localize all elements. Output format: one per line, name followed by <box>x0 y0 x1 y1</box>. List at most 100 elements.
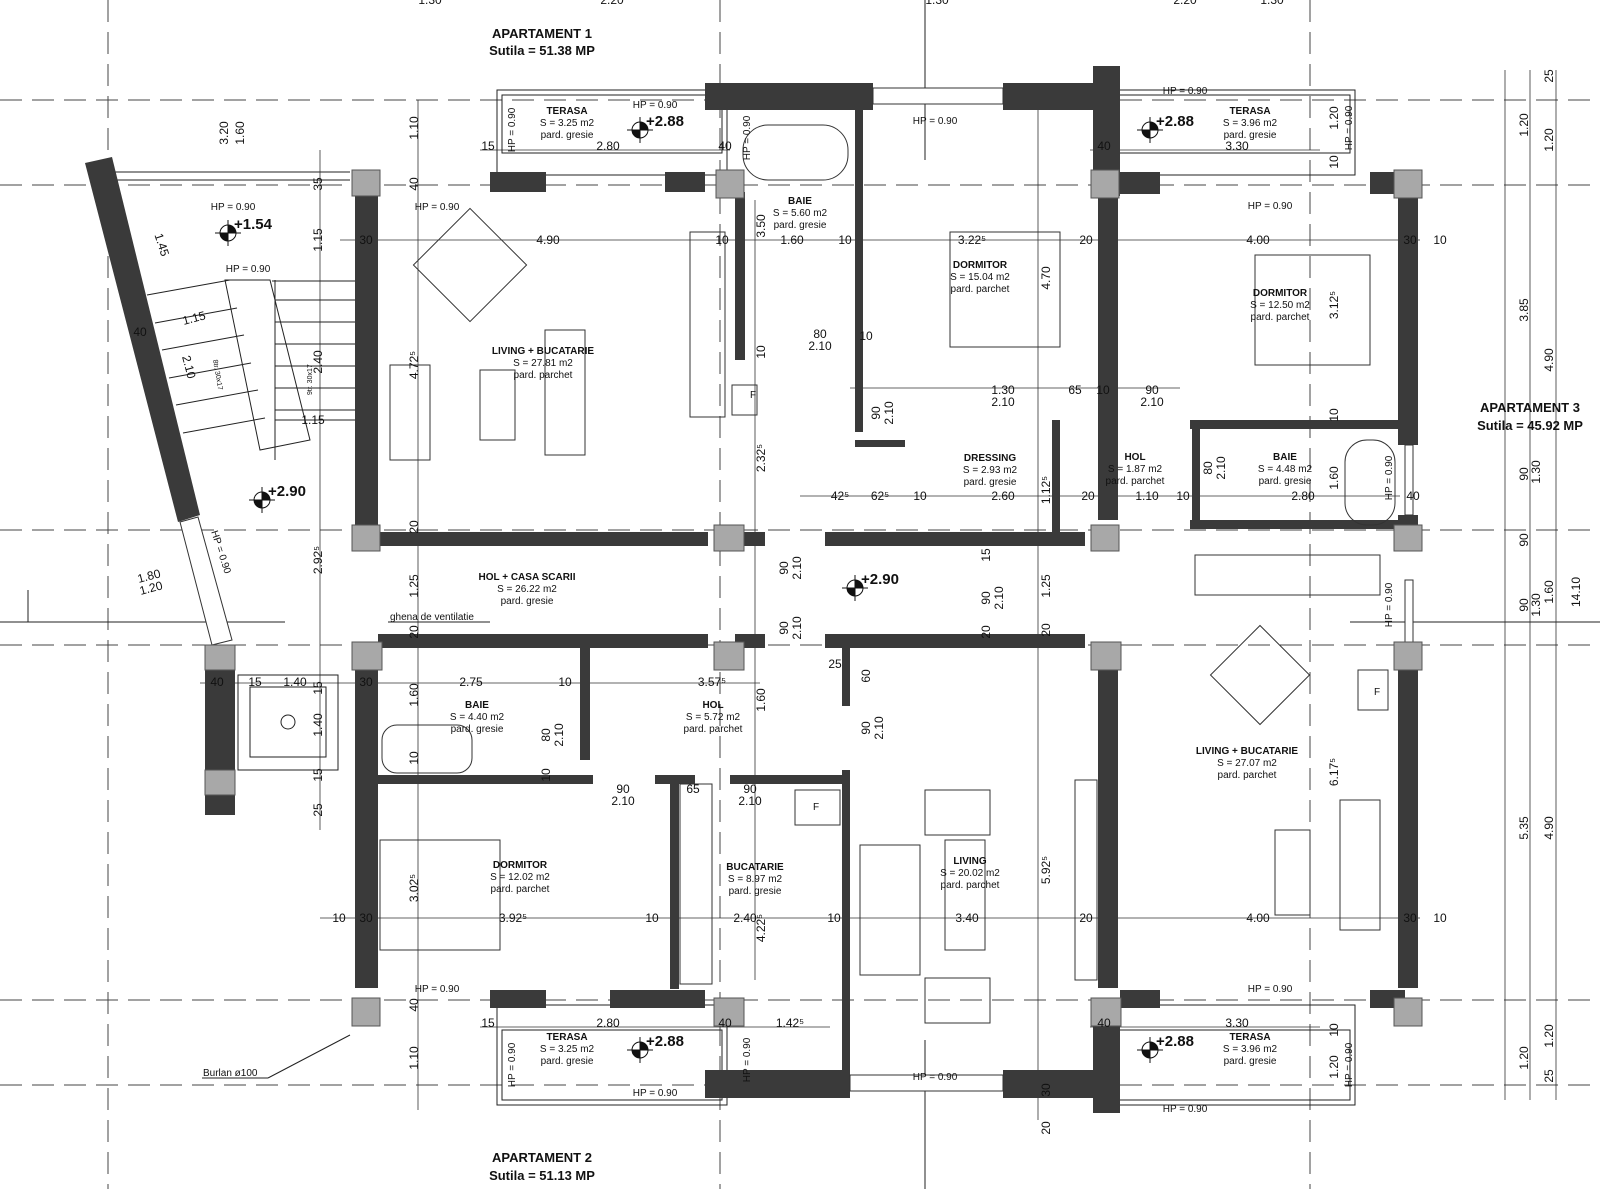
furniture <box>379 124 1396 1024</box>
level-marker: +2.88 <box>627 1033 684 1063</box>
parapet-height-label: HP = 0.90 <box>633 1088 678 1099</box>
dimension-label: 3.02⁵ <box>407 874 421 902</box>
dimension-label: 1.30 <box>1260 0 1284 7</box>
dimension-label: 10 <box>1096 383 1110 397</box>
room-area: S = 3.96 m2 <box>1223 1044 1278 1055</box>
level-value: +2.88 <box>1156 1033 1194 1050</box>
level-value: +2.88 <box>646 1033 684 1050</box>
room-floor: pard. parchet <box>1106 476 1165 487</box>
dimension-label: 1.40 <box>311 713 325 737</box>
dimension-label: 2.80 <box>1291 489 1315 503</box>
apartment-title: APARTAMENT 3 <box>1480 400 1580 415</box>
dimension-label: 90 <box>859 721 873 735</box>
dimension-label: 3.12⁵ <box>1327 291 1341 319</box>
room-area: S = 12.02 m2 <box>490 872 550 883</box>
room-area: S = 4.48 m2 <box>1258 464 1313 475</box>
dimension-label: 40 <box>1097 1016 1111 1030</box>
dimension-label: 10 <box>539 768 553 782</box>
room-area: S = 2.93 m2 <box>963 465 1018 476</box>
dimension-label: 65 <box>1068 383 1082 397</box>
dimension-label: 1.30 <box>925 0 949 7</box>
dimension-label: 4.90 <box>1542 816 1556 840</box>
dimension-label: 10 <box>1176 489 1190 503</box>
dimension-label: 10 <box>1327 155 1341 169</box>
dimension-label: 30 <box>359 911 373 925</box>
dimension-label: 20 <box>1079 911 1093 925</box>
dimension-label: 25 <box>1542 69 1556 83</box>
dimension-label: 4.00 <box>1246 911 1270 925</box>
apartment-3-title: APARTAMENT 3 Sutila = 45.92 MP <box>1477 400 1583 433</box>
dimension-label: 10 <box>827 911 841 925</box>
dimension-label: 1.15 <box>301 413 325 427</box>
level-marker: +2.90 <box>842 571 899 601</box>
apartment-area: Sutila = 45.92 MP <box>1477 418 1583 433</box>
parapet-height-label: HP = 0.90 <box>1344 1042 1355 1087</box>
room-floor: pard. parchet <box>951 284 1010 295</box>
apartment-title: APARTAMENT 2 <box>492 1150 592 1165</box>
dimension-label: 2.20 <box>1173 0 1197 7</box>
dimension-label: 3.92⁵ <box>499 911 527 925</box>
dimension-label: 20 <box>1081 489 1095 503</box>
room-area: S = 5.60 m2 <box>773 208 828 219</box>
dimension-label: 20 <box>979 625 993 639</box>
fridge-label: F <box>750 390 756 401</box>
dimension-label: 1.20 <box>1327 1055 1341 1079</box>
level-marker: +2.88 <box>1137 113 1194 143</box>
dimension-label: 1.20 <box>1517 1046 1531 1070</box>
room-name: BAIE <box>1273 452 1297 463</box>
fridge-label: F <box>1374 687 1380 698</box>
dimension-label: 30 <box>1039 1083 1053 1097</box>
level-value: +2.88 <box>646 113 684 130</box>
dimension-label: 10 <box>558 675 572 689</box>
ventilation-shaft-note: ghena de ventilatie <box>390 612 474 623</box>
dimension-label: 1.15 <box>311 228 325 252</box>
parapet-height-label: HP = 0.90 <box>1248 984 1293 995</box>
dimension-label: 1.15 <box>181 308 207 328</box>
dimension-label: 90 <box>777 621 791 635</box>
dimension-label: 30 <box>1403 911 1417 925</box>
level-marker: +2.90 <box>249 483 306 513</box>
dimension-label: 2.10 <box>790 556 804 580</box>
room-area: S = 27.07 m2 <box>1217 758 1277 769</box>
apartment-2-title: APARTAMENT 2 Sutila = 51.13 MP <box>489 1150 595 1183</box>
dimension-label: 3.22⁵ <box>958 233 986 247</box>
level-marker: +2.88 <box>627 113 684 143</box>
dimension-label: 40 <box>1097 139 1111 153</box>
dimension-label: 2.10 <box>992 586 1006 610</box>
level-marker: +1.54 <box>215 216 273 246</box>
dimension-label: 1.20 <box>1517 113 1531 137</box>
dimension-label: 3.30 <box>1225 139 1249 153</box>
dimension-label: 10 <box>859 329 873 343</box>
dimension-label: 3.57⁵ <box>698 675 726 689</box>
dimension-label: 20 <box>407 625 421 639</box>
dimension-label: 10 <box>1327 1023 1341 1037</box>
dimension-label: 2.20 <box>600 0 624 7</box>
dimension-label: 40 <box>407 177 421 191</box>
room-floor: pard. gresie <box>774 220 827 231</box>
apartment-1-title: APARTAMENT 1 Sutila = 51.38 MP <box>489 26 595 58</box>
dimension-label: 1.60 <box>1542 580 1556 604</box>
dimension-label: 1.20 <box>1327 106 1341 130</box>
parapet-height-label: HP = 0.90 <box>1384 582 1395 627</box>
dimension-label: 1.20 <box>1542 1024 1556 1048</box>
room-area: S = 8.97 m2 <box>728 874 783 885</box>
dimension-label: 2.92⁵ <box>311 546 325 574</box>
room-area: S = 26.22 m2 <box>497 584 557 595</box>
walls <box>85 66 1418 1113</box>
dimension-label: 30 <box>359 233 373 247</box>
dimension-label: 1.60 <box>780 233 804 247</box>
dimension-label: 1.10 <box>1135 489 1159 503</box>
room-floor: pard. parchet <box>1218 770 1277 781</box>
dimension-label: 30 <box>1403 233 1417 247</box>
